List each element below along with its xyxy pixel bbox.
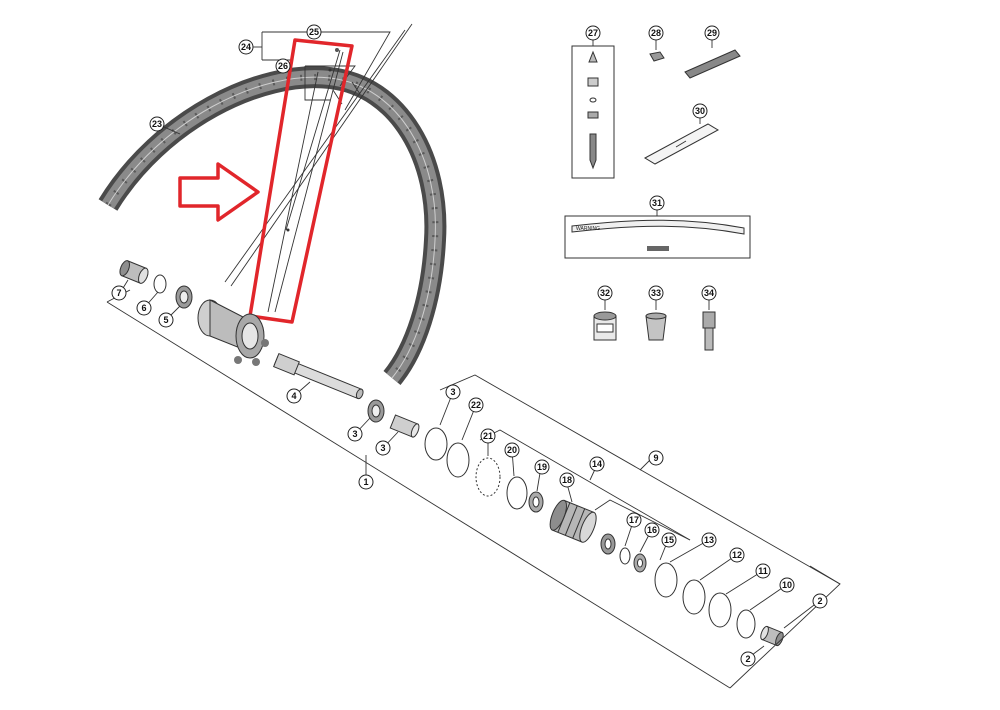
accessories: WARNING bbox=[564, 38, 751, 351]
hub-parts bbox=[119, 260, 784, 647]
svg-text:21: 21 bbox=[483, 431, 493, 441]
svg-text:31: 31 bbox=[652, 198, 662, 208]
callout-12: 12 bbox=[729, 547, 745, 563]
assembly-leaders bbox=[106, 279, 841, 689]
callout-28: 28 bbox=[648, 25, 664, 41]
callout-2-bottom: 2 bbox=[740, 651, 756, 667]
svg-text:3: 3 bbox=[352, 429, 357, 439]
callout-30: 30 bbox=[692, 103, 708, 119]
svg-text:2: 2 bbox=[817, 596, 822, 606]
callout-1: 1 bbox=[358, 474, 374, 490]
svg-text:24: 24 bbox=[241, 42, 251, 52]
callout-31: 31 bbox=[649, 195, 665, 211]
svg-text:22: 22 bbox=[471, 400, 481, 410]
callout-16: 16 bbox=[644, 522, 660, 538]
svg-text:32: 32 bbox=[600, 288, 610, 298]
svg-text:5: 5 bbox=[163, 315, 168, 325]
svg-text:12: 12 bbox=[732, 550, 742, 560]
svg-text:33: 33 bbox=[651, 288, 661, 298]
callout-19: 19 bbox=[534, 459, 550, 475]
svg-text:19: 19 bbox=[537, 462, 547, 472]
callout-29: 29 bbox=[704, 25, 720, 41]
svg-text:3: 3 bbox=[450, 387, 455, 397]
callout-27: 27 bbox=[585, 25, 601, 41]
svg-text:18: 18 bbox=[562, 475, 572, 485]
callout-26: 26 bbox=[275, 58, 291, 74]
hub-body bbox=[197, 299, 269, 366]
callout-13: 13 bbox=[701, 532, 717, 548]
svg-text:3: 3 bbox=[380, 443, 385, 453]
svg-text:6: 6 bbox=[141, 303, 146, 313]
callout-8: 7 bbox=[111, 285, 127, 301]
svg-text:11: 11 bbox=[758, 566, 768, 576]
highlight-arrow bbox=[178, 162, 260, 222]
rim-label-box bbox=[564, 215, 751, 259]
callout-18: 18 bbox=[559, 472, 575, 488]
svg-text:20: 20 bbox=[507, 445, 517, 455]
rim-label-text: WARNING bbox=[576, 226, 600, 232]
callout-7: 6 bbox=[136, 300, 152, 316]
axle bbox=[273, 353, 364, 400]
callout-11: 11 bbox=[755, 563, 771, 579]
svg-text:34: 34 bbox=[704, 288, 714, 298]
callout-15: 15 bbox=[661, 532, 677, 548]
highlight-box bbox=[248, 38, 354, 324]
callout-5: 4 bbox=[286, 388, 302, 404]
svg-text:4: 4 bbox=[291, 391, 296, 401]
callout-4: 3 bbox=[347, 426, 363, 442]
callout-9: 9 bbox=[648, 450, 664, 466]
svg-text:26: 26 bbox=[278, 61, 288, 71]
rim bbox=[98, 66, 447, 385]
svg-text:14: 14 bbox=[592, 459, 602, 469]
callout-3-lower: 3 bbox=[375, 440, 391, 456]
callout-17: 17 bbox=[626, 512, 642, 528]
callout-34: 34 bbox=[701, 285, 717, 301]
svg-text:28: 28 bbox=[651, 28, 661, 38]
callout-20: 20 bbox=[504, 442, 520, 458]
svg-text:1: 1 bbox=[363, 477, 368, 487]
callout-32: 32 bbox=[597, 285, 613, 301]
svg-text:2: 2 bbox=[745, 654, 750, 664]
svg-text:29: 29 bbox=[707, 28, 717, 38]
spoke-highlight bbox=[178, 38, 354, 324]
callout-14: 14 bbox=[589, 456, 605, 472]
end-cap-left bbox=[119, 260, 149, 284]
callout-22: 22 bbox=[468, 397, 484, 413]
svg-text:13: 13 bbox=[704, 535, 714, 545]
svg-text:27: 27 bbox=[588, 28, 598, 38]
svg-text:9: 9 bbox=[653, 453, 658, 463]
callout-10: 10 bbox=[779, 577, 795, 593]
svg-text:23: 23 bbox=[152, 119, 162, 129]
callout-33: 33 bbox=[648, 285, 664, 301]
svg-text:30: 30 bbox=[695, 106, 705, 116]
svg-text:10: 10 bbox=[782, 580, 792, 590]
callout-6: 5 bbox=[158, 312, 174, 328]
callout-24: 24 bbox=[238, 39, 254, 55]
svg-text:16: 16 bbox=[647, 525, 657, 535]
callout-25: 25 bbox=[306, 24, 322, 40]
freehub-body bbox=[549, 499, 597, 543]
end-cap-right bbox=[760, 625, 784, 647]
svg-text:7: 7 bbox=[116, 288, 121, 298]
svg-text:25: 25 bbox=[309, 27, 319, 37]
callout-2-right: 2 bbox=[812, 593, 828, 609]
callout-23: 23 bbox=[149, 116, 165, 132]
callouts: 23 24 25 26 7 6 5 4 3 3 1 3 22 21 20 19 … bbox=[111, 24, 828, 667]
svg-text:17: 17 bbox=[629, 515, 639, 525]
callout-3-upper: 3 bbox=[445, 384, 461, 400]
svg-text:15: 15 bbox=[664, 535, 674, 545]
callout-21: 21 bbox=[480, 428, 496, 444]
